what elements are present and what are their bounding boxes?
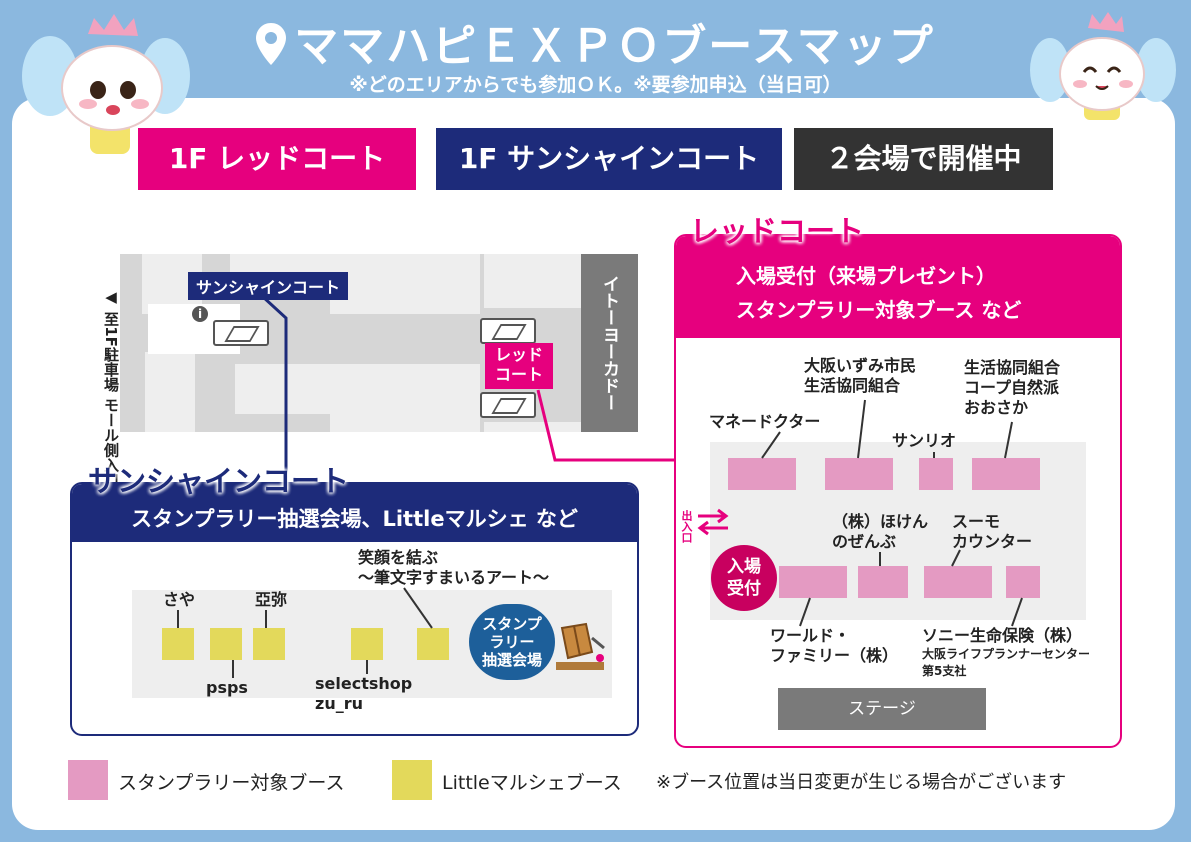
red-court-title: レッドコート	[690, 214, 865, 248]
title-text: ママハピＥＸＰＯブースマップ	[294, 21, 935, 72]
legend-label-stamp: スタンプラリー対象ブース	[118, 772, 345, 794]
booth-little	[162, 628, 194, 660]
booth-label-sony: ソニー生命保険（株） 大阪ライフプランナーセンター 第5支社	[922, 626, 1091, 678]
booth-stamp-rally	[972, 458, 1040, 490]
booth-label-world-family: ワールド・ ファミリー（株）	[770, 626, 899, 665]
booth-little	[253, 628, 285, 660]
tag-red-court: 1F レッドコート	[138, 128, 416, 190]
booth-label-suumo: スーモ カウンター	[952, 512, 1033, 551]
page-title: ママハピＥＸＰＯブースマップ	[0, 10, 1191, 76]
booth-little	[417, 628, 449, 660]
booth-stamp-rally	[924, 566, 992, 598]
booth-little	[351, 628, 383, 660]
info-icon: i	[192, 306, 208, 322]
tag-sunshine-court: 1F サンシャインコート	[436, 128, 782, 190]
booth-stamp-rally	[1006, 566, 1040, 598]
sunshine-court-title: サンシャインコート	[88, 464, 350, 498]
stamp-rally-lottery-venue: スタンプ ラリー 抽選会場	[469, 604, 555, 680]
red-court-flag: レッド コート	[485, 343, 553, 389]
booth-stamp-rally	[728, 458, 796, 490]
fairy-mascot-right	[1028, 10, 1178, 120]
legend-swatch-little	[392, 760, 432, 800]
sunshine-court-flag: サンシャインコート	[188, 272, 349, 300]
booth-stamp-rally	[858, 566, 908, 598]
booth-stamp-rally	[825, 458, 893, 490]
booth-label-saya: さや	[163, 590, 196, 609]
booth-label-sanrio: サンリオ	[892, 431, 957, 450]
entrance-arrows-icon	[696, 508, 730, 540]
booth-stamp-rally	[919, 458, 953, 490]
booth-label-psps: psps	[206, 678, 248, 697]
booth-label-egao: 笑顔を結ぶ 〜筆文字すまいるアート〜	[358, 548, 550, 587]
location-pin-icon	[256, 22, 287, 76]
booth-label-coop: 生活協同組合 コープ自然派 おおさか	[964, 358, 1061, 417]
booth-label-hoken: （株）ほけん のぜんぶ	[832, 512, 929, 551]
booth-label-asami: 亞弥	[255, 590, 288, 609]
legend-label-little: Littleマルシェブース	[442, 772, 622, 794]
escalator-icon	[480, 392, 536, 418]
booth-stamp-rally	[779, 566, 847, 598]
entrance-marker: 出入口	[680, 510, 693, 543]
sunshine-court-subtitle: スタンプラリー抽選会場、Littleマルシェ など	[72, 484, 637, 542]
legend-swatch-stamp	[68, 760, 108, 800]
page-subtitle: ※どのエリアからでも参加ＯＫ。※要参加申込（当日可）	[349, 74, 842, 96]
red-court-header: 入場受付（来場プレゼント） スタンプラリー対象ブース など	[676, 236, 1120, 338]
booth-label-selectshop: selectshop zu_ru	[315, 674, 413, 713]
stage: ステージ	[778, 688, 986, 730]
fairy-mascot-left	[20, 6, 190, 156]
escalator-icon	[213, 320, 269, 346]
legend-note: ※ブース位置は当日変更が生じる場合がございます	[656, 772, 1067, 793]
parking-entrance-note: ◀ 至1F駐車場 モール側入口	[102, 288, 120, 488]
booth-little	[210, 628, 242, 660]
lottery-machine-icon	[552, 618, 610, 678]
booth-label-money-doctor: マネードクター	[709, 412, 821, 431]
booth-label-izumi: 大阪いずみ市民 生活協同組合	[804, 356, 917, 395]
ito-yokado-store: イトーヨーカドー	[581, 254, 638, 432]
reception-badge: 入場 受付	[711, 545, 777, 611]
tag-two-venues: ２会場で開催中	[794, 128, 1053, 190]
